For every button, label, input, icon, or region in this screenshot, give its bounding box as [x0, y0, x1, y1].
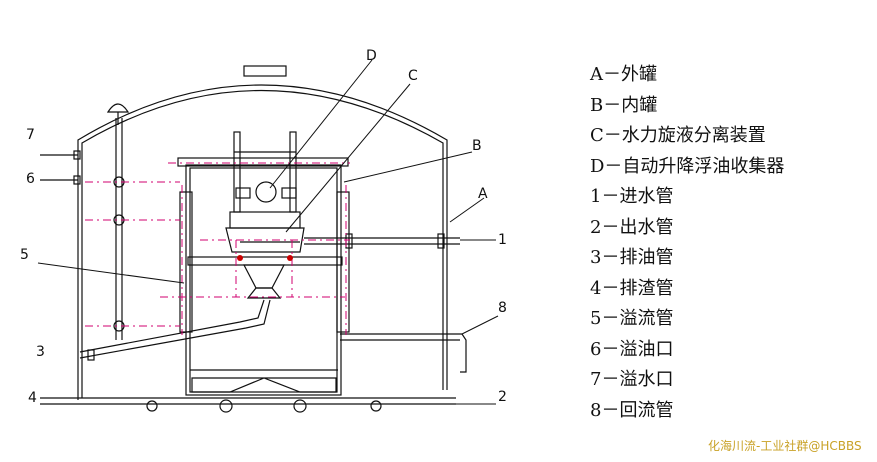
- callout-A: A: [478, 186, 488, 202]
- dashed-lines: [85, 162, 350, 335]
- legend-item: 5－溢流管: [590, 308, 674, 329]
- tank-line-art: [40, 65, 467, 413]
- legend-item: 3－排油管: [590, 247, 674, 268]
- legend-item: D－自动升降浮油收集器: [590, 155, 785, 177]
- callout-C: C: [408, 68, 418, 84]
- legend: A－外罐 B－内罐 C－水力旋液分离装置 D－自动升降浮油收集器 1－进水管 2…: [590, 60, 784, 426]
- legend-item: B－内罐: [590, 94, 658, 116]
- callout-5: 5: [20, 247, 29, 263]
- legend-item: 1－进水管: [590, 186, 674, 207]
- watermark: 化海川流-工业社群@HCBBS: [708, 439, 862, 453]
- callout-7: 7: [26, 127, 35, 143]
- legend-item: A－外罐: [590, 64, 657, 85]
- callout-6: 6: [26, 171, 35, 187]
- callout-1: 1: [498, 232, 507, 248]
- callout-4: 4: [28, 390, 37, 406]
- legend-item: 2－出水管: [590, 216, 674, 238]
- callout-3: 3: [36, 344, 45, 360]
- legend-item: 8－回流管: [590, 399, 674, 421]
- leader-lines: [37, 59, 499, 405]
- legend-item: C－水力旋液分离装置: [590, 125, 766, 146]
- callout-8: 8: [498, 300, 507, 316]
- callout-B: B: [472, 138, 482, 154]
- callout-D: D: [366, 48, 377, 64]
- callout-2: 2: [498, 389, 507, 405]
- legend-item: 4－排渣管: [590, 277, 674, 299]
- red-points: [237, 255, 293, 261]
- legend-item: 7－溢水口: [590, 369, 674, 390]
- legend-item: 6－溢油口: [590, 338, 674, 360]
